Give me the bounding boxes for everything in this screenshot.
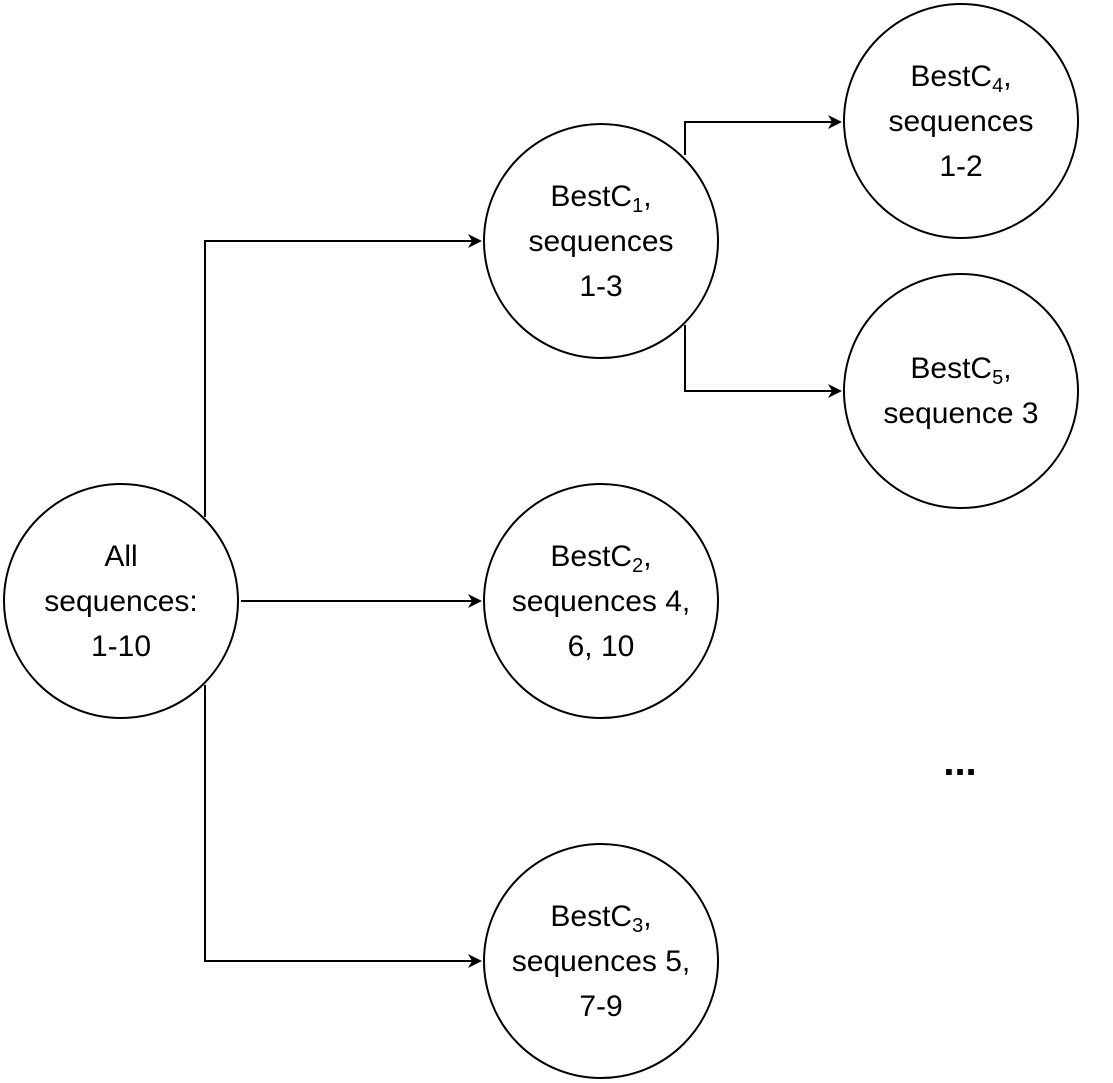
node-c2-title: BestC2,: [550, 539, 652, 577]
node-bestc4: BestC4, sequences 1-2: [843, 3, 1079, 239]
node-bestc2: BestC2, sequences 4, 6, 10: [483, 483, 719, 719]
node-root-line3: 1-10: [90, 629, 152, 663]
node-c1-title: BestC1,: [550, 179, 652, 217]
node-all-sequences: All sequences: 1-10: [3, 483, 239, 719]
node-bestc3: BestC3, sequences 5, 7-9: [483, 843, 719, 1079]
edge-c1-to-c4: [684, 115, 842, 155]
node-c3-line2: sequences 5,: [511, 944, 691, 978]
node-c3-line3: 7-9: [579, 989, 623, 1023]
node-c1-line2: sequences: [528, 224, 674, 258]
node-c4-line2: sequences: [888, 104, 1034, 138]
node-c1-line3: 1-3: [579, 269, 623, 303]
edge-c1-to-c5: [684, 325, 842, 398]
continuation-ellipsis: ...: [943, 740, 977, 784]
edge-root-to-c3: [204, 685, 482, 968]
node-c5-line2: sequence 3: [883, 397, 1039, 430]
node-bestc1: BestC1, sequences 1-3: [483, 123, 719, 359]
node-c4-line3: 1-2: [939, 149, 983, 183]
node-c2-line2: sequences 4,: [511, 584, 691, 618]
node-c3-title: BestC3,: [550, 899, 652, 937]
node-bestc5: BestC5, sequence 3: [843, 273, 1079, 509]
edge-root-to-c1: [204, 234, 482, 517]
node-c5-title: BestC5,: [910, 352, 1012, 389]
node-c2-line3: 6, 10: [567, 629, 635, 663]
node-c4-title: BestC4,: [910, 59, 1012, 97]
node-root-line2: sequences:: [44, 584, 198, 618]
node-root-line1: All: [104, 539, 138, 573]
